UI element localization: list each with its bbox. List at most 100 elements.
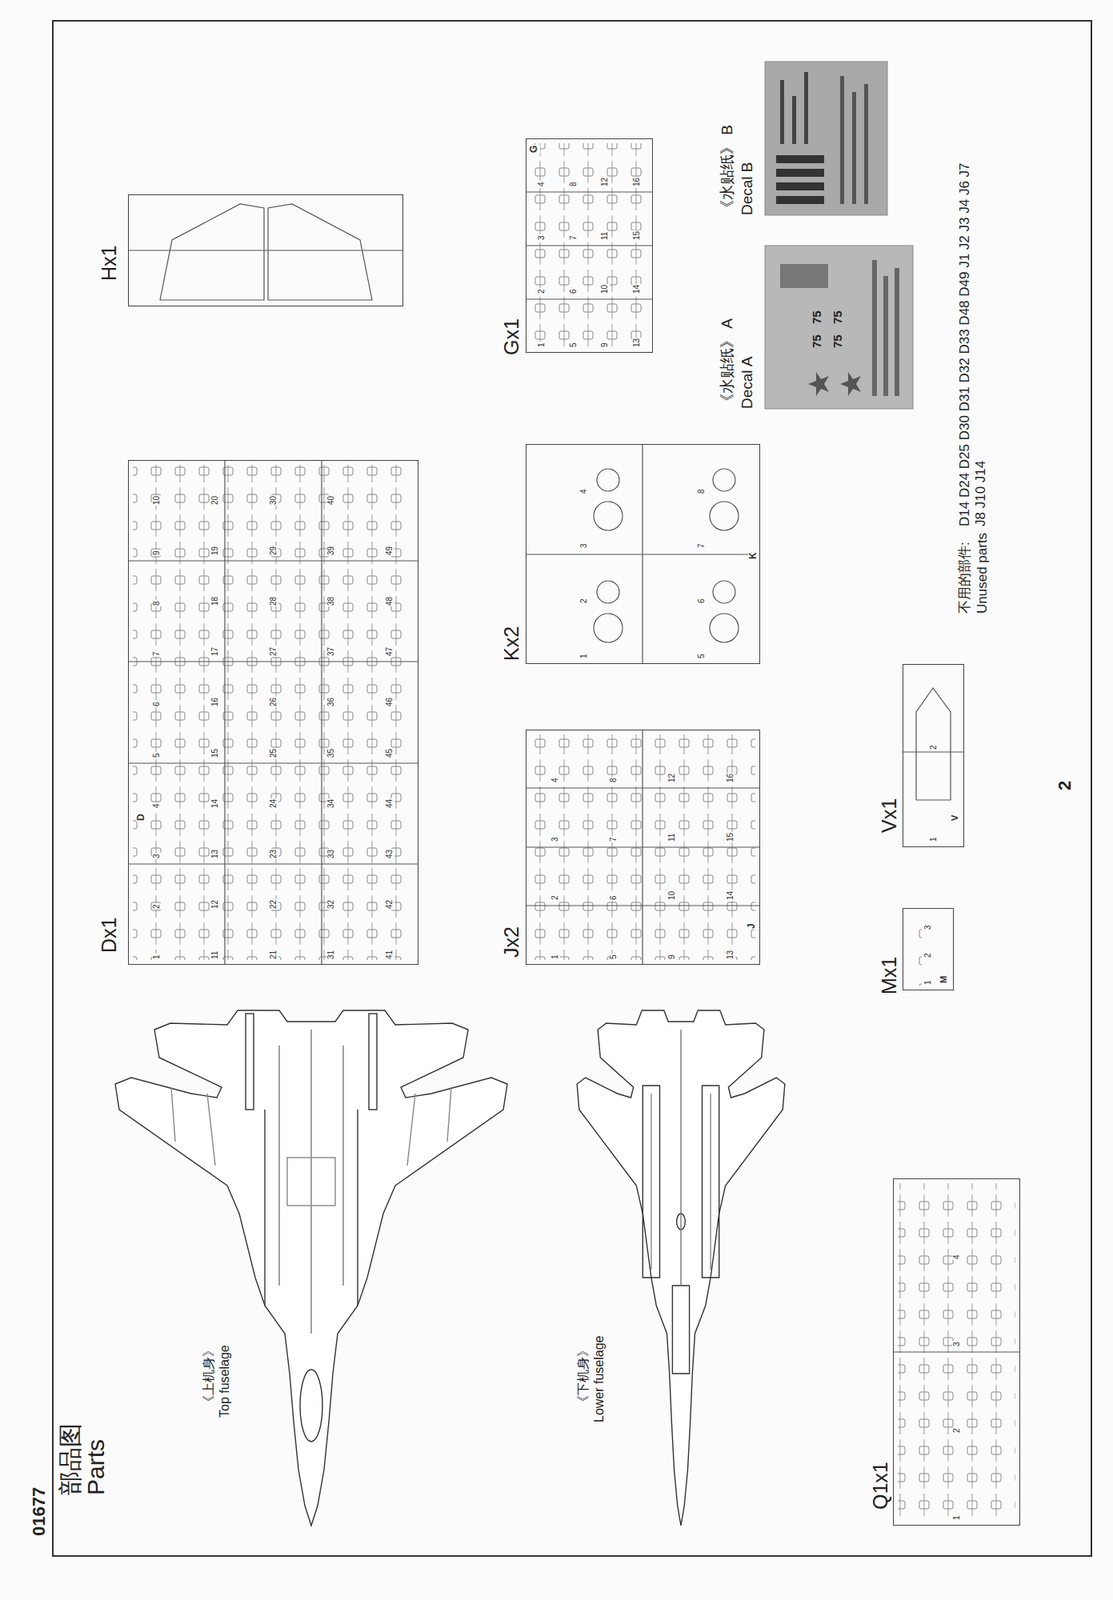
- part-number: 13: [725, 949, 736, 961]
- part-number: 1: [536, 341, 547, 349]
- part-number: 2: [579, 597, 589, 605]
- part-number: 8: [608, 776, 619, 784]
- part-number: 10: [600, 284, 610, 295]
- decal-label: Decal B: [738, 161, 757, 216]
- part-number: 21: [268, 949, 279, 961]
- part-number: 4: [536, 180, 547, 188]
- sprue-frame: Gx1: [525, 138, 653, 353]
- sprue-frame: Kx2: [525, 444, 761, 665]
- sprue-label: Mx1: [877, 956, 901, 995]
- part-number: 14: [210, 798, 221, 809]
- part-number: 15: [632, 230, 642, 241]
- sprue-letter: G: [528, 144, 541, 154]
- decal-sheets: [764, 61, 913, 409]
- part-number: 16: [725, 772, 736, 784]
- text-label: Top fuselage: [217, 1345, 233, 1418]
- part-number: 47: [384, 646, 395, 657]
- part-number: 2: [550, 894, 561, 901]
- part-number: 6: [696, 597, 707, 605]
- part-number: 5: [568, 341, 579, 349]
- part-number: 8: [152, 600, 162, 607]
- part-number: 26: [268, 696, 279, 708]
- part-number: 33: [326, 848, 337, 860]
- part-number: 5: [152, 752, 162, 759]
- part-number: 5: [608, 953, 619, 961]
- sprue-letter: D: [136, 812, 148, 822]
- decal-label: 《水贴纸》 B: [718, 124, 737, 216]
- part-number: 15: [725, 832, 736, 843]
- text-label: 《上机身》: [201, 1344, 217, 1409]
- text-label: D14 D24 D25 D30 D31 D32 D33 D48 D49 J1 J…: [956, 146, 989, 527]
- part-number: 7: [568, 234, 579, 241]
- part-number: 30: [268, 495, 279, 506]
- part-number: 24: [268, 798, 279, 809]
- sprue-letter: J: [746, 922, 758, 930]
- part-number: 37: [326, 646, 337, 657]
- part-number: 3: [152, 852, 162, 860]
- part-number: 4: [550, 776, 561, 784]
- part-number: 1: [923, 979, 933, 986]
- part-number: 7: [696, 542, 707, 549]
- part-number: 9: [152, 549, 162, 557]
- sprue-frame: Jx2: [525, 729, 761, 965]
- sprue-letter: V: [949, 814, 961, 822]
- part-number: 11: [667, 832, 677, 843]
- part-number: 44: [384, 798, 395, 809]
- part-number: 25: [268, 748, 279, 759]
- sprue-label: Jx2: [500, 926, 524, 958]
- part-number: 4: [952, 1253, 962, 1261]
- page-title: 部品图 Parts: [57, 1415, 109, 1496]
- part-number: 6: [568, 288, 579, 295]
- decal-number: 75: [809, 334, 824, 349]
- part-number: 10: [667, 890, 677, 901]
- part-number: 1: [579, 652, 589, 660]
- part-number: 3: [952, 1341, 962, 1348]
- part-number: 15: [210, 748, 221, 759]
- part-number: 4: [152, 802, 162, 809]
- part-number: 3: [536, 234, 547, 241]
- part-number: 7: [152, 650, 162, 657]
- part-number: 36: [326, 696, 337, 708]
- decal-sheet: 《水贴纸》 BDecal B: [764, 61, 888, 216]
- text-label: Unused parts: [974, 532, 991, 614]
- part-number: 1: [152, 953, 162, 961]
- part-number: 10: [152, 495, 162, 506]
- part-number: 1: [952, 1514, 962, 1522]
- text-label: Lower fuselage: [592, 1335, 607, 1423]
- part-number: 27: [268, 646, 279, 657]
- part-number: 35: [326, 748, 337, 759]
- part-number: 8: [568, 180, 579, 188]
- part-number: 22: [268, 899, 279, 910]
- decal-sheet: 《水贴纸》 ADecal A: [764, 245, 913, 409]
- part-number: 14: [632, 284, 642, 295]
- part-number: 5: [696, 652, 707, 660]
- part-number: 11: [600, 231, 610, 241]
- part-number: 43: [384, 848, 395, 860]
- part-number: 8: [696, 488, 707, 495]
- lower-fuselage-drawing: [576, 1010, 785, 1526]
- sprue-frame: Q1x1: [892, 1178, 1021, 1526]
- part-number: 9: [667, 953, 677, 961]
- part-number: 40: [326, 495, 337, 506]
- page-border: [52, 20, 1092, 1557]
- part-number: 2: [152, 903, 162, 910]
- part-number: 16: [632, 176, 642, 188]
- part-number: 12: [667, 772, 677, 784]
- part-number: 17: [210, 646, 221, 657]
- top-fuselage-drawing: [115, 1010, 508, 1526]
- decal-label: Decal A: [738, 356, 757, 409]
- decal-number: 75: [830, 310, 845, 325]
- decal-number: 75: [830, 334, 845, 349]
- part-number: 32: [326, 899, 337, 910]
- part-number: 39: [326, 545, 337, 557]
- part-number: 14: [725, 890, 736, 901]
- part-number: 16: [210, 696, 221, 708]
- decal-label: 《水贴纸》 A: [718, 318, 737, 409]
- part-number: 12: [210, 899, 221, 910]
- part-number: 6: [608, 894, 619, 901]
- part-number: 3: [579, 542, 589, 549]
- part-number: 2: [928, 744, 939, 751]
- part-number: 12: [600, 176, 610, 188]
- sprue-letter: K: [748, 551, 760, 561]
